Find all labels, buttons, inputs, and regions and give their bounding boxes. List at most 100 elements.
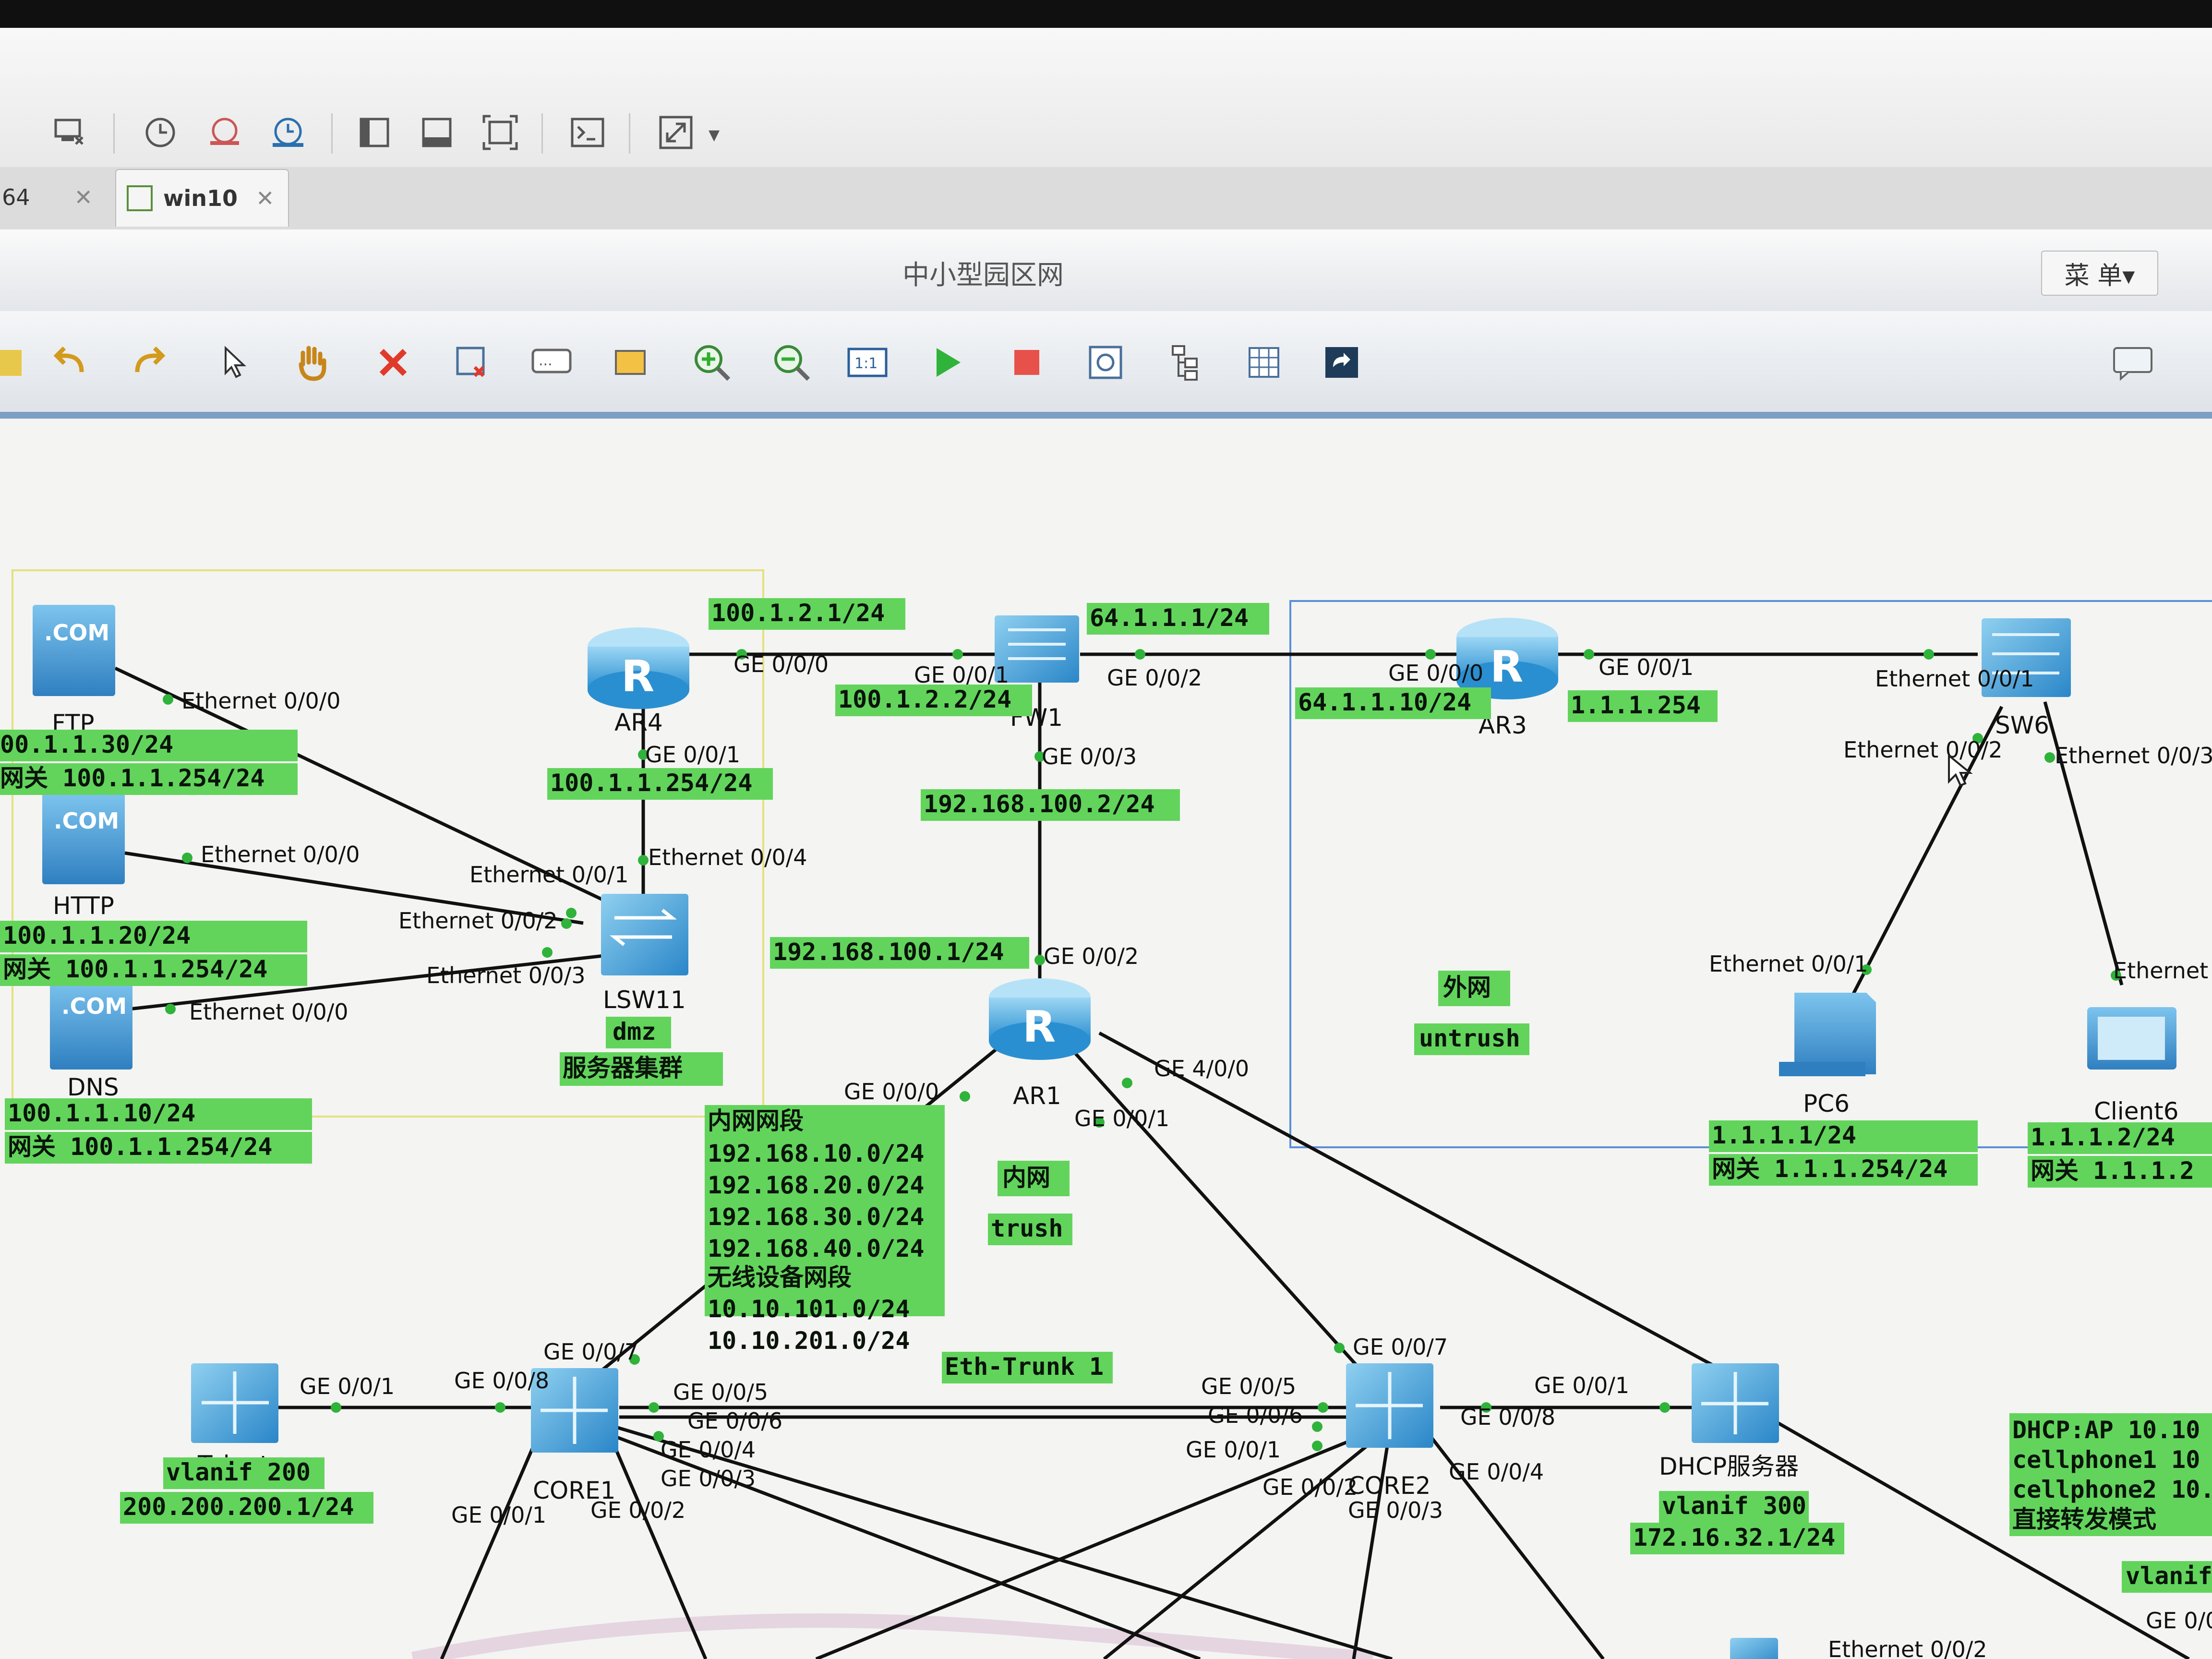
text-icon[interactable]: ... [525, 336, 578, 389]
redo-icon[interactable] [123, 336, 176, 389]
switch-sw6[interactable]: SW6 [1982, 618, 2071, 739]
capture-icon[interactable] [1079, 336, 1132, 389]
label-dhcp-note: DHCP:AP 10.10 [2012, 1416, 2200, 1444]
port-label: GE 4/0/0 [1154, 1056, 1249, 1082]
vm-toolbar: ▼ [0, 28, 2212, 168]
vm-icon [127, 185, 153, 211]
label-dns-gw: 网关 100.1.1.254/24 [8, 1133, 273, 1161]
label-wireless-title: 无线设备网段 [708, 1263, 852, 1291]
grid-icon[interactable] [1238, 336, 1290, 389]
console-icon[interactable] [565, 109, 611, 156]
label-dhcp-note: cellphone1 10 [2012, 1446, 2200, 1474]
http-server[interactable]: .COM HTTP [42, 793, 125, 920]
label-intranet-segment: 192.168.10.0/24 [708, 1140, 925, 1167]
svg-text:R: R [621, 651, 654, 702]
label-http-gw: 网关 100.1.1.254/24 [3, 955, 268, 983]
topology-icon[interactable] [1159, 336, 1212, 389]
stretch-icon[interactable] [653, 109, 699, 156]
zoom-in-icon[interactable] [685, 336, 738, 389]
label-outside: 外网 [1443, 974, 1491, 1001]
close-icon[interactable]: ✕ [256, 185, 275, 211]
switch-bottom[interactable] [1730, 1638, 1778, 1659]
undo-icon[interactable] [43, 336, 96, 389]
port-label: Ethernet 0/0/3 [426, 962, 586, 988]
topology-canvas[interactable]: .COM FTP .COM HTTP .COM DNS R AR4 [0, 419, 2212, 1659]
port-label: GE 0/0/1 [914, 662, 1009, 688]
snapshot-icon[interactable] [137, 109, 183, 156]
screenshot-icon[interactable] [1315, 336, 1368, 389]
port-label: GE 0/0/4 [1449, 1459, 1544, 1485]
rectangle-icon[interactable] [604, 336, 657, 389]
router-ar4[interactable]: R AR4 [588, 627, 689, 736]
label-intranet-segment: 192.168.40.0/24 [708, 1235, 925, 1262]
stretch-dropdown-icon[interactable]: ▼ [709, 127, 720, 144]
tab-vm-64[interactable]: 64 ✕ [0, 169, 110, 226]
label-wireless-segment: 10.10.101.0/24 [708, 1295, 910, 1323]
port-label: GE 0/0/4 [661, 1437, 756, 1463]
tab-vm-win10[interactable]: win10 ✕ [115, 169, 289, 227]
label-untrust: untrush [1419, 1024, 1520, 1052]
pan-icon[interactable] [286, 336, 339, 389]
window-title: 中小型园区网 [902, 260, 1064, 291]
port-label: GE 0/0/1 [1534, 1372, 1629, 1398]
snapshot-revert-icon[interactable] [202, 109, 248, 156]
library-view-icon[interactable] [351, 109, 397, 156]
stop-icon[interactable] [1000, 336, 1053, 389]
port-label: Ethernet 0/0/2 [398, 908, 558, 934]
svg-text:.COM: .COM [54, 808, 119, 834]
new-icon[interactable] [0, 336, 38, 389]
port-label: GE 0/0/2 [1107, 665, 1202, 691]
port-label: Ethernet 0/0/1 [1875, 666, 2034, 692]
menu-button[interactable]: 菜 单▾ [2041, 251, 2158, 296]
label-fw-out: 64.1.1.1/24 [1090, 604, 1249, 632]
thumbnail-view-icon[interactable] [414, 109, 460, 156]
chat-icon[interactable] [2106, 336, 2159, 389]
vm-tab-bar [0, 167, 2212, 230]
svg-text:R: R [1490, 642, 1523, 692]
fit-icon[interactable]: 1:1 [841, 336, 894, 389]
router-ar1[interactable]: R AR1 [989, 978, 1091, 1110]
close-icon[interactable]: ✕ [74, 184, 93, 210]
port-label: Ethernet 0/0/0 [181, 688, 341, 714]
port-label: GE 0/0/1 [451, 1502, 546, 1528]
label-http-ip: 100.1.1.20/24 [3, 922, 191, 950]
dns-server[interactable]: .COM DNS [50, 978, 132, 1101]
send-keys-icon[interactable] [47, 109, 93, 156]
select-icon[interactable] [207, 336, 260, 389]
label-eth-trunk: Eth-Trunk 1 [945, 1353, 1104, 1381]
port-label: GE 0/0/0 [733, 651, 829, 677]
svg-text:1:1: 1:1 [854, 355, 878, 372]
start-icon[interactable] [921, 336, 974, 389]
pc-pc6[interactable]: PC6 [1779, 993, 1876, 1118]
label-ar1-up: 192.168.100.1/24 [773, 938, 1004, 966]
label-pc6-gw: 网关 1.1.1.254/24 [1712, 1155, 1948, 1183]
label-intranet-segment: 192.168.30.0/24 [708, 1203, 925, 1231]
label-fw-wan: 100.1.2.2/24 [838, 685, 1011, 713]
port-label: GE 0/0/8 [1460, 1404, 1555, 1430]
port-label: GE 0/0/6 [687, 1408, 782, 1434]
device-label-dhcp: DHCP服务器 [1659, 1453, 1799, 1480]
ftp-server[interactable]: .COM FTP [33, 605, 115, 737]
port-label: GE 0/0/5 [673, 1379, 768, 1405]
port-label: GE 0/0/2 [1262, 1474, 1358, 1500]
core-switch-core1[interactable]: CORE1 [531, 1368, 618, 1504]
label-ar4-lan: 100.1.1.254/24 [550, 769, 752, 797]
snapshot-manager-icon[interactable] [265, 109, 311, 156]
router-ar3[interactable]: R AR3 [1456, 618, 1558, 739]
device-label-sw6: SW6 [1995, 711, 2049, 739]
device-label-pc6: PC6 [1803, 1090, 1850, 1118]
device-label-http: HTTP [53, 892, 114, 920]
delete-icon[interactable] [367, 336, 420, 389]
client-client6[interactable]: Client6 [2087, 1007, 2179, 1125]
device-label-client6: Client6 [2094, 1097, 2179, 1125]
port-label: Ethernet 0/0/4 [648, 844, 807, 870]
fullscreen-icon[interactable] [477, 109, 523, 156]
label-fw-in: 192.168.100.2/24 [924, 790, 1155, 818]
switch-dhcp[interactable]: DHCP服务器 [1659, 1363, 1799, 1480]
switch-lsw11[interactable]: LSW11 [601, 894, 688, 1014]
label-lsw-zone: dmz [613, 1018, 656, 1046]
zoom-out-icon[interactable] [765, 336, 818, 389]
core-switch-core2[interactable]: CORE2 [1346, 1363, 1433, 1500]
delete-link-icon[interactable] [445, 336, 498, 389]
label-ar3-in: 64.1.1.10/24 [1298, 688, 1471, 716]
